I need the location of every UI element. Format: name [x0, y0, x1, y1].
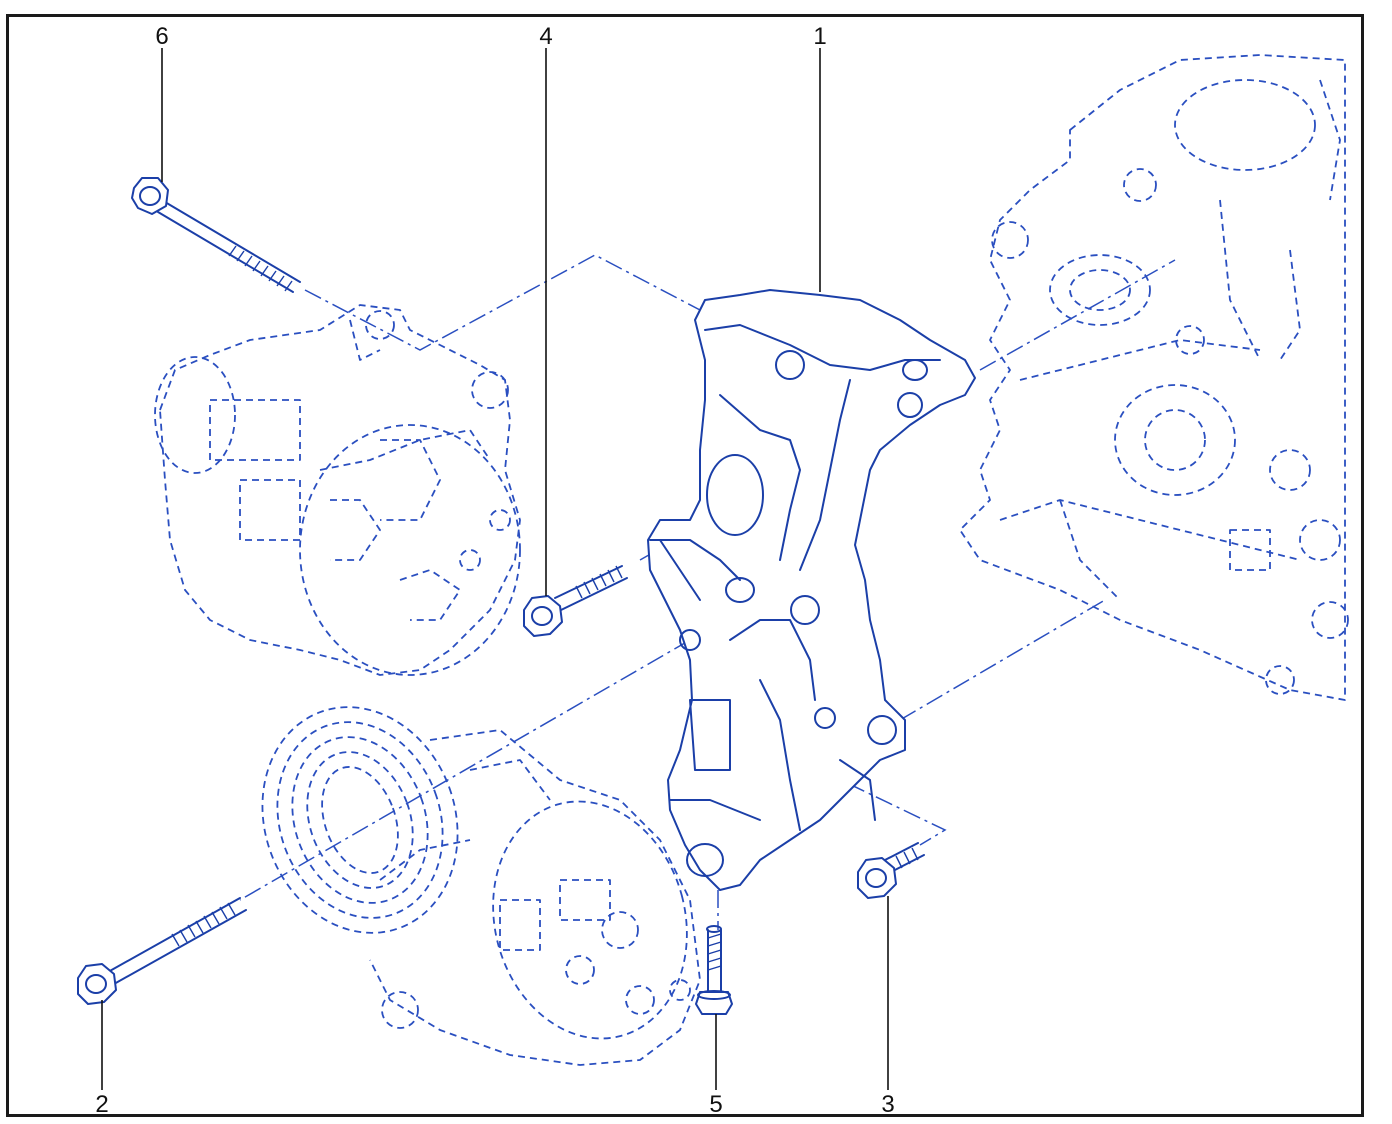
bolt-2 — [77, 897, 247, 1005]
callout-6: 6 — [155, 23, 168, 50]
alternator-ghost — [261, 706, 701, 1066]
callout-3: 3 — [881, 1091, 894, 1118]
bolt-4 — [523, 565, 628, 637]
bracket-part — [647, 289, 976, 891]
callout-1: 1 — [813, 23, 826, 50]
callout-2: 2 — [95, 1091, 108, 1118]
callout-5: 5 — [709, 1091, 722, 1118]
bolt-3 — [857, 842, 925, 899]
upper-accessory-ghost — [154, 304, 521, 676]
leader-lines — [101, 48, 889, 1090]
bolt-6 — [131, 177, 301, 293]
callout-4: 4 — [539, 23, 552, 50]
bolt-5 — [695, 925, 733, 1015]
engine-block-ghost — [959, 54, 1349, 701]
